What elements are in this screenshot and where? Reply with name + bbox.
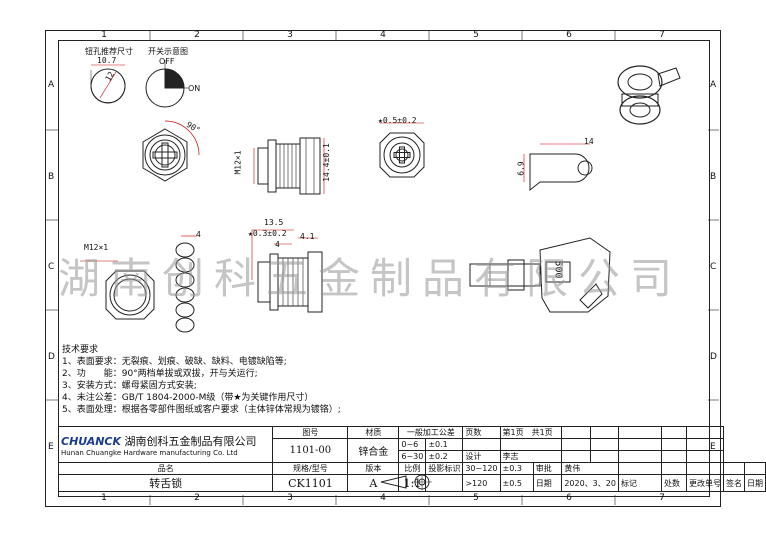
note-line-5: 5、表面处理：根据各零部件图纸或客户要求（主体锌体常规为镀铬）; xyxy=(62,405,341,415)
zone-row-a: A xyxy=(48,80,55,90)
projection-symbol-cell xyxy=(425,474,464,492)
note-line-4: 4、未注公差：GB/T 1804-2000-M级（带★为关键作用尺寸） xyxy=(62,393,314,403)
hole-label: 钮孔推荐尺寸 xyxy=(85,47,133,56)
rev-header-date: 日期 xyxy=(743,474,766,492)
zone-col-4-bottom: 4 xyxy=(380,493,386,503)
dim-14-4: 14.4±0.1 xyxy=(321,143,331,182)
header-design: 设计 xyxy=(462,450,501,463)
notes-title: 技术要求 xyxy=(62,345,99,355)
company-cell: CHUANCK 湖南创科五金制品有限公司 Hunan Chuangke Hard… xyxy=(57,426,274,463)
dim-4-mid: 4 xyxy=(275,240,280,249)
tol-value-3: ±0.3 xyxy=(499,462,534,475)
zone-col-1: 1 xyxy=(101,30,107,40)
zone-row-a-right: A xyxy=(710,80,717,90)
designer-value: 李志 xyxy=(499,450,563,463)
tol-value-1: ±0.1 xyxy=(425,438,464,451)
header-projection: 投影标识 xyxy=(425,462,464,475)
zone-col-2-bottom: 2 xyxy=(194,493,200,503)
rev-header-sign: 签名 xyxy=(722,474,745,492)
header-product: 品名 xyxy=(57,462,274,475)
zone-row-c: C xyxy=(48,262,55,272)
zone-row-d-right: D xyxy=(710,352,717,362)
header-version: 版本 xyxy=(347,462,400,475)
zone-col-6-bottom: 6 xyxy=(566,493,572,503)
dim-10-7: 10.7 xyxy=(97,56,117,65)
drawing-inner-border xyxy=(58,40,710,497)
header-pages: 页数 xyxy=(462,426,501,439)
drawing-number: 1101-00 xyxy=(272,438,349,463)
material-value: 锌合金 xyxy=(347,438,400,463)
dim-m12-left: M12×1 xyxy=(84,243,109,252)
dim-4-left: 4 xyxy=(196,230,201,239)
zone-col-5-bottom: 5 xyxy=(473,493,479,503)
note-line-3: 3、安装方式：螺母紧固方式安装; xyxy=(62,381,197,391)
tol-value-4: ±0.5 xyxy=(499,474,534,492)
tol-range-2: 6~30 xyxy=(398,450,427,463)
dim-13-5: 13.5 xyxy=(264,218,284,227)
header-spec: 规格/型号 xyxy=(272,462,349,475)
version-value: A xyxy=(347,474,400,492)
company-watermark: 湖南创科五金制品有限公司 xyxy=(58,254,683,303)
dim-4-1: 4.1 xyxy=(300,232,315,241)
company-name-en: Hunan Chuangke Hardware manufacturing Co… xyxy=(61,448,238,457)
reviewer-value: 黄伟 xyxy=(561,462,619,475)
tol-range-3: 30~120 xyxy=(462,462,501,475)
note-line-2: 2、功 能：90°两档单拔或双拔，开与关运行; xyxy=(62,369,258,379)
switch-on-label: ON xyxy=(188,84,201,93)
zone-row-e: E xyxy=(48,442,54,452)
dim-6-9: 6.9 xyxy=(516,161,526,176)
product-name: 转舌锁 xyxy=(57,474,274,492)
date-value: 2020、3、20 xyxy=(561,474,619,492)
scale-value: 1:1 xyxy=(398,474,427,492)
zone-col-3-bottom: 3 xyxy=(287,493,293,503)
rev-header-count: 处数 xyxy=(660,474,687,492)
switch-off-label: OFF xyxy=(159,57,175,66)
header-material: 材质 xyxy=(347,426,400,439)
zone-row-c-right: C xyxy=(710,262,717,272)
dim-0-5: ★0.5±0.2 xyxy=(378,116,417,125)
tol-range-4: >120 xyxy=(462,474,501,492)
header-general-tolerance: 一般加工公差 xyxy=(398,426,464,439)
header-date: 日期 xyxy=(532,474,563,492)
header-review: 审批 xyxy=(532,462,563,475)
title-block: CHUANCK 湖南创科五金制品有限公司 Hunan Chuangke Hard… xyxy=(57,426,766,492)
zone-col-7: 7 xyxy=(659,30,665,40)
rev-header-change-no: 更改单号 xyxy=(685,474,724,492)
drawing-border xyxy=(45,30,721,507)
tol-value-2: ±0.2 xyxy=(425,450,464,463)
zone-col-3: 3 xyxy=(287,30,293,40)
rev-header-mark: 标记 xyxy=(617,474,662,492)
dim-m12-vertical: M12×1 xyxy=(233,150,243,175)
zone-col-2: 2 xyxy=(194,30,200,40)
zone-col-1-bottom: 1 xyxy=(101,493,107,503)
zone-row-b: B xyxy=(48,172,55,182)
header-drawing-no: 图号 xyxy=(272,426,349,439)
company-name-cn: 湖南创科五金制品有限公司 xyxy=(124,434,257,448)
tol-range-1: 0~6 xyxy=(398,438,427,451)
zone-row-b-right: B xyxy=(710,172,717,182)
company-logo: CHUANCK xyxy=(61,434,122,448)
spec-value: CK1101 xyxy=(272,474,349,492)
header-scale: 比例 xyxy=(398,462,427,475)
technical-notes: 技术要求 1、表面要求：无裂痕、划痕、破缺、缺料、电镀缺陷等; 2、功 能：90… xyxy=(62,344,341,416)
zone-col-6: 6 xyxy=(566,30,572,40)
note-line-1: 1、表面要求：无裂痕、划痕、破缺、缺料、电镀缺陷等; xyxy=(62,357,287,367)
zone-col-4: 4 xyxy=(380,30,386,40)
switch-label: 开关示意图 xyxy=(148,47,188,56)
zone-col-5: 5 xyxy=(473,30,479,40)
zone-col-7-bottom: 7 xyxy=(659,493,665,503)
dim-0-3: ★0.3±0.2 xyxy=(248,229,287,238)
dim-14: 14 xyxy=(584,137,594,146)
pages-value: 第1页 共1页 xyxy=(499,426,563,439)
zone-row-d: D xyxy=(48,352,55,362)
